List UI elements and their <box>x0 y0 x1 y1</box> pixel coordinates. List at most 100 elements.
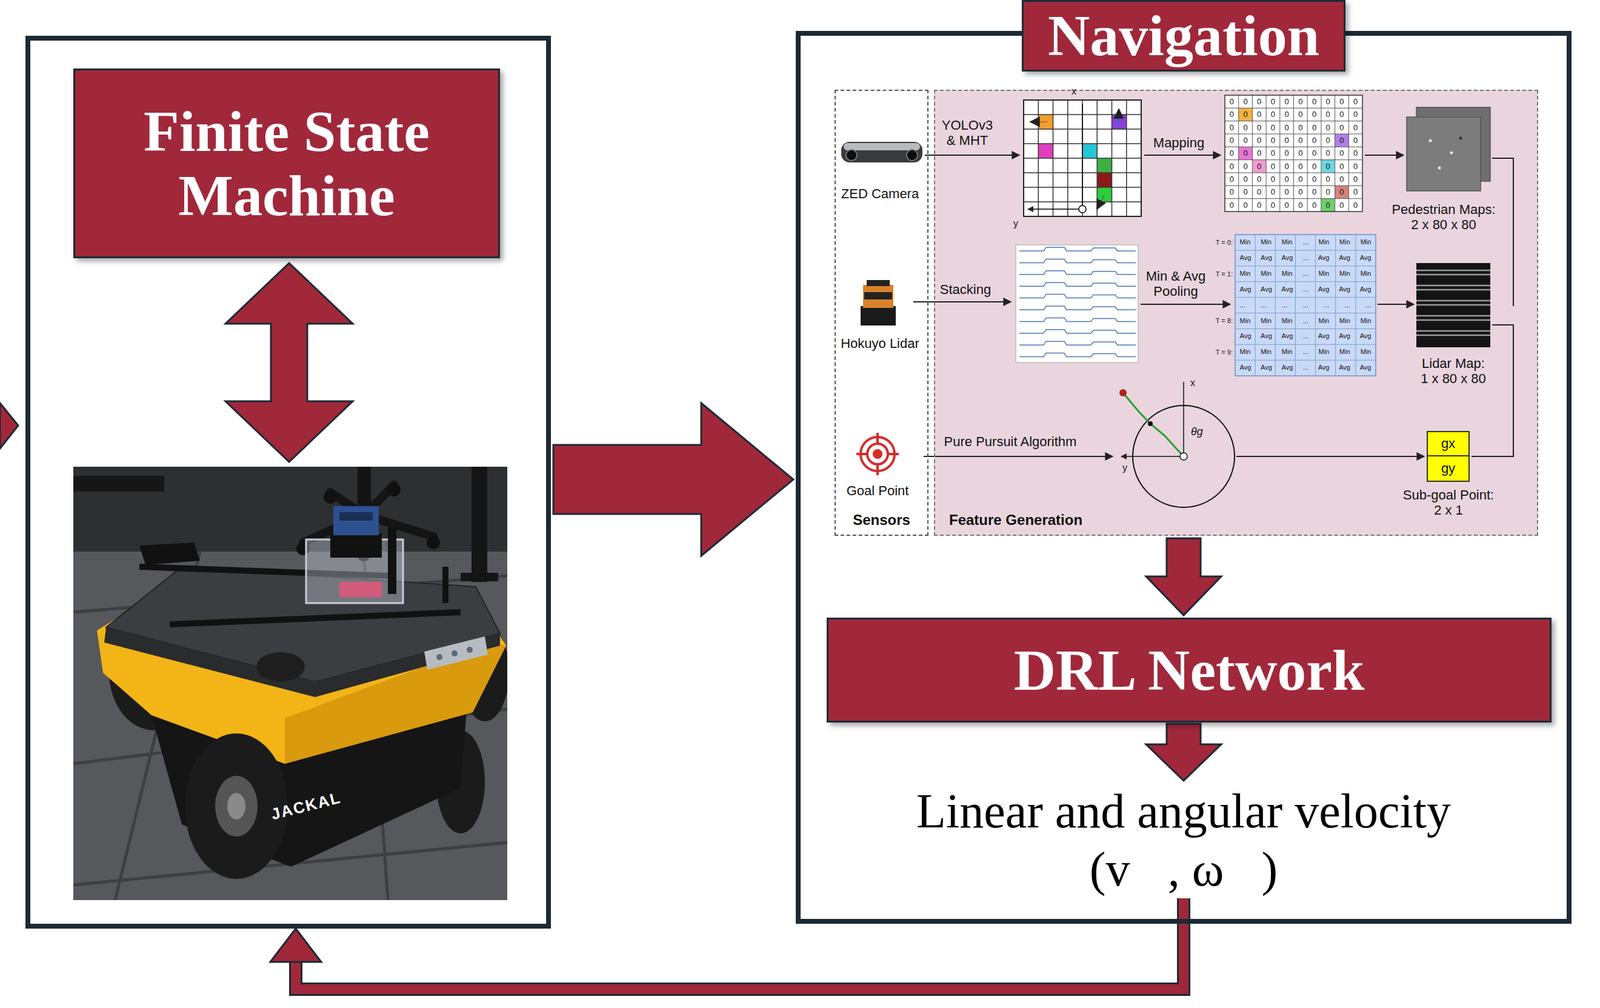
wheel-hub <box>215 775 258 837</box>
table-row: Min Min Min ... Min Min Min <box>1235 266 1376 282</box>
connector <box>553 403 794 556</box>
navigation-panel: SensorsgxgyFeature GenerationDRL Network… <box>795 30 1572 924</box>
matrix-row: 0 0 0 0 0 0 0 0 0 0 <box>1224 160 1363 173</box>
robot-rails <box>139 566 461 625</box>
matrix-ground <box>1224 95 1363 212</box>
pure-pursuit-art <box>1119 381 1235 508</box>
lidar-stack-plot <box>1015 244 1139 363</box>
chair-wheel <box>387 483 401 497</box>
status-light <box>436 653 443 660</box>
table-lines <box>1235 234 1376 376</box>
table-row: Avg Avg Avg ... Avg Avg Avg <box>1235 281 1376 298</box>
grid-axes <box>1027 104 1083 210</box>
map-dot <box>1438 166 1442 170</box>
flow-arrows <box>913 155 1514 457</box>
feature-ground <box>933 89 1539 536</box>
table-foot <box>460 572 499 582</box>
subgoal-cell: gx <box>1426 430 1470 457</box>
sensor-label: Goal Point <box>846 483 910 499</box>
step-label: YOLOv3 & MHT <box>938 117 997 149</box>
camera-top <box>843 143 920 151</box>
lidar-icon <box>860 280 896 326</box>
pedestrian-cell <box>1082 143 1097 159</box>
matrix-row: 0 0 0 0 0 0 0 0 0 0 <box>1224 107 1363 121</box>
grid-ground <box>1023 100 1142 217</box>
chair-wheel <box>323 490 337 504</box>
scan-line <box>1019 282 1136 287</box>
grid-lines <box>1023 100 1142 217</box>
goal-dot <box>1119 389 1127 397</box>
robot-marker <box>1078 205 1087 213</box>
flow-arrow <box>1140 303 1231 305</box>
panel-title: Navigation <box>1021 0 1346 72</box>
output-label: (v⃗, ω⃗) <box>1089 840 1278 899</box>
lidar-cap <box>866 280 890 287</box>
block-arrow <box>553 403 794 556</box>
group-title: Feature Generation <box>949 511 1083 529</box>
grid-border <box>1023 100 1142 217</box>
time-label: T = 0: <box>1215 238 1233 247</box>
pedestrian-cell <box>1096 187 1112 202</box>
output-size-label: Sub-goal Point: 2 x 1 <box>1400 487 1497 519</box>
goal-icon <box>856 432 899 476</box>
map-stripes <box>1416 270 1491 336</box>
lidar-base <box>330 533 382 558</box>
pedestrian-matrix <box>1224 95 1363 212</box>
scan-line <box>1019 329 1136 334</box>
table-row: Min Min Min ... Min Min Min <box>1235 344 1376 360</box>
sensor-ground <box>834 89 929 536</box>
group-title: Sensors <box>852 511 911 529</box>
pedestrian-cell <box>1038 143 1053 159</box>
matrix-border <box>1224 95 1363 212</box>
axis-label: y <box>1013 218 1019 230</box>
angle-label: θg <box>1190 425 1204 439</box>
table-row: Min Min Min ... Min Min Min <box>1235 234 1376 251</box>
zed-camera-icon <box>841 141 923 163</box>
block-arrow <box>225 263 353 462</box>
connector <box>1146 538 1222 616</box>
scan-line <box>1019 353 1136 357</box>
block-arrow <box>1146 723 1222 781</box>
lidar-window <box>339 512 373 521</box>
map-dot <box>1459 136 1463 140</box>
scan-line <box>1019 270 1136 275</box>
pooling-table <box>1235 234 1376 376</box>
antenna <box>387 527 397 594</box>
board <box>339 581 382 597</box>
step-label: Pure Pursuit Algorithm <box>944 433 1077 450</box>
robot-photo: JACKAL <box>73 466 508 900</box>
axis-label: x <box>1071 86 1077 97</box>
velocity-arrow <box>1030 121 1048 124</box>
status-panel <box>424 636 488 670</box>
camera-lens <box>846 149 857 161</box>
scan-line <box>1019 294 1136 299</box>
robot-axes <box>1121 381 1184 457</box>
status-light <box>466 646 473 653</box>
gps-puck <box>256 652 305 682</box>
matrix-row: 0 0 0 0 0 0 0 0 0 0 <box>1224 146 1363 160</box>
return-line-outline <box>295 898 1184 990</box>
scan-line <box>1019 341 1136 345</box>
subgoal-cell: gy <box>1426 455 1470 482</box>
flow-arrow <box>1236 455 1425 457</box>
output-label: Linear and angular velocity <box>916 781 1451 840</box>
time-label: T = 1: <box>1215 269 1233 278</box>
lidar-window <box>864 292 893 300</box>
arrow-head <box>270 928 322 962</box>
matrix-row: 0 0 0 0 0 0 0 0 0 0 <box>1224 133 1363 147</box>
target-ring <box>867 443 888 465</box>
plot-ground <box>1015 244 1139 363</box>
scan-lines <box>1019 247 1136 357</box>
time-label: T = 8: <box>1215 316 1233 325</box>
map-layer <box>1406 116 1481 191</box>
cell-text: gy <box>1441 461 1456 476</box>
flow-arrow <box>923 455 1113 457</box>
block-arrow <box>1146 538 1222 616</box>
step-label: Stacking <box>940 281 991 297</box>
camera-body <box>841 141 923 163</box>
step-label: Mapping <box>1153 135 1205 151</box>
table-row: Avg Avg Avg ... Avg Avg Avg <box>1235 360 1376 376</box>
scan-line <box>1019 317 1136 322</box>
sensor-label: ZED Camera <box>841 186 919 202</box>
